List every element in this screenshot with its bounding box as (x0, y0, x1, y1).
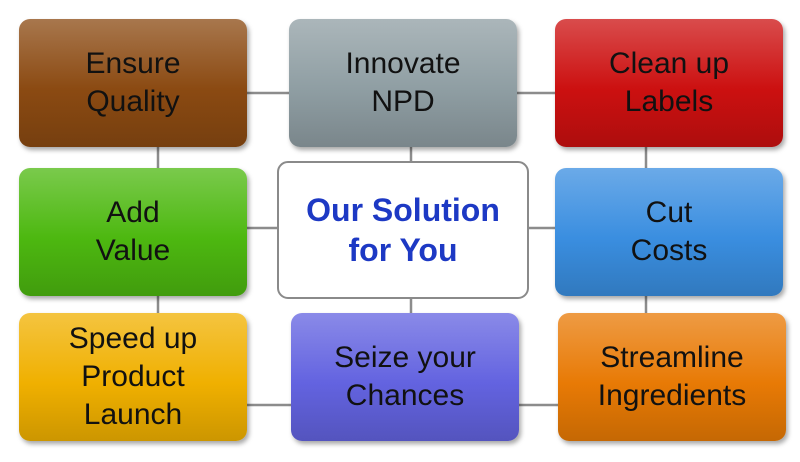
box-streamline-ingredients-label: Streamline Ingredients (597, 341, 747, 412)
box-clean-up-labels-label: Clean up Labels (608, 47, 730, 118)
center-box: Our Solution for You (277, 161, 529, 299)
box-clean-up-labels: Clean up Labels (555, 19, 783, 147)
box-innovate-npd: Innovate NPD (289, 19, 517, 147)
box-innovate-npd-label: Innovate NPD (345, 47, 461, 118)
box-add-value: Add Value (19, 168, 247, 296)
box-ensure-quality-label: Ensure Quality (85, 47, 181, 118)
box-seize-your-chances-label: Seize your Chances (334, 341, 476, 412)
box-cut-costs-label: Cut Costs (630, 196, 708, 267)
box-speed-up-product-launch-label: Speed up Product Launch (68, 322, 198, 431)
box-add-value-label: Add Value (95, 196, 171, 267)
box-streamline-ingredients: Streamline Ingredients (558, 313, 786, 441)
box-cut-costs: Cut Costs (555, 168, 783, 296)
box-seize-your-chances: Seize your Chances (291, 313, 519, 441)
center-box-label: Our Solution for You (306, 192, 500, 268)
box-speed-up-product-launch: Speed up Product Launch (19, 313, 247, 441)
box-ensure-quality: Ensure Quality (19, 19, 247, 147)
